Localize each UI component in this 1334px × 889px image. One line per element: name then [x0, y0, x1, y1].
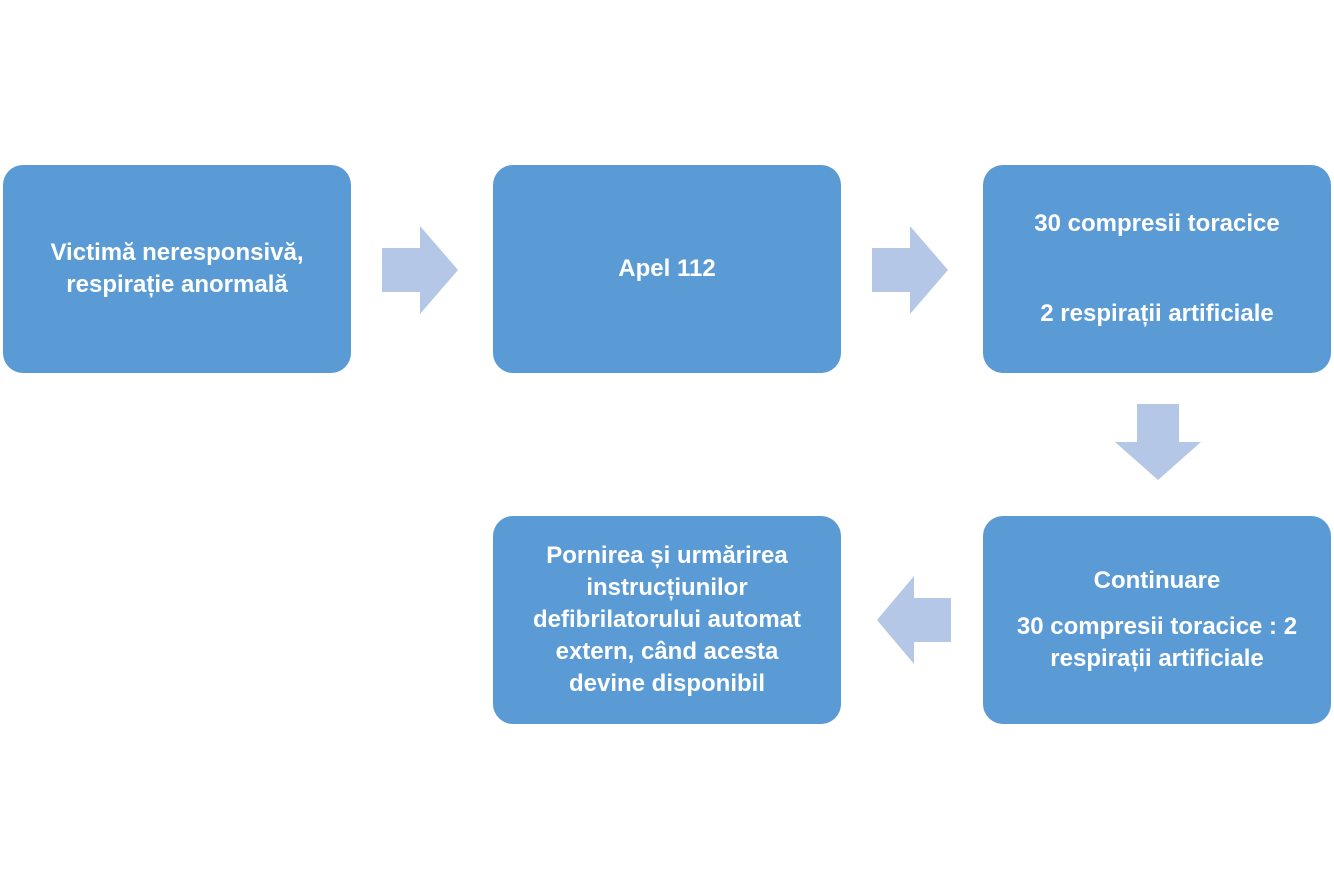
step-box-compressions-breaths: 30 compresii toracice 2 respirații artif… — [983, 165, 1331, 373]
step-5-line-1: Pornirea și urmărirea — [546, 542, 788, 569]
step-4-line-2: 30 compresii toracice : 2 — [1016, 613, 1298, 640]
step-5-line-2: instrucțiunilor — [586, 574, 748, 601]
arrow-left-icon — [877, 576, 951, 664]
step-3-line-2: 2 respirații artificiale — [1040, 300, 1274, 327]
step-5-line-3: defibrilatorului automat — [532, 606, 801, 633]
step-4-line-1: Continuare — [1093, 567, 1221, 594]
step-5-line-4: extern, când acesta — [555, 638, 779, 665]
step-box-aed-instructions: Pornirea și urmărirea instrucțiunilor de… — [493, 516, 841, 724]
step-box-call-112: Apel 112 — [493, 165, 841, 373]
step-2-line-1: Apel 112 — [618, 255, 716, 282]
arrow-right-icon — [382, 226, 458, 314]
step-3-line-1: 30 compresii toracice — [1034, 210, 1280, 237]
arrow-down-icon — [1115, 404, 1201, 480]
step-5-line-5: devine disponibil — [568, 670, 766, 697]
step-1-line-1: Victimă neresponsivă, — [50, 239, 304, 266]
arrow-right-icon — [872, 226, 948, 314]
step-4-line-3: respirații artificiale — [1050, 645, 1264, 672]
step-box-unresponsive-victim: Victimă neresponsivă, respirație anormal… — [3, 165, 351, 373]
step-box-continue-cpr: Continuare 30 compresii toracice : 2 res… — [983, 516, 1331, 724]
step-1-line-2: respirație anormală — [66, 271, 288, 298]
